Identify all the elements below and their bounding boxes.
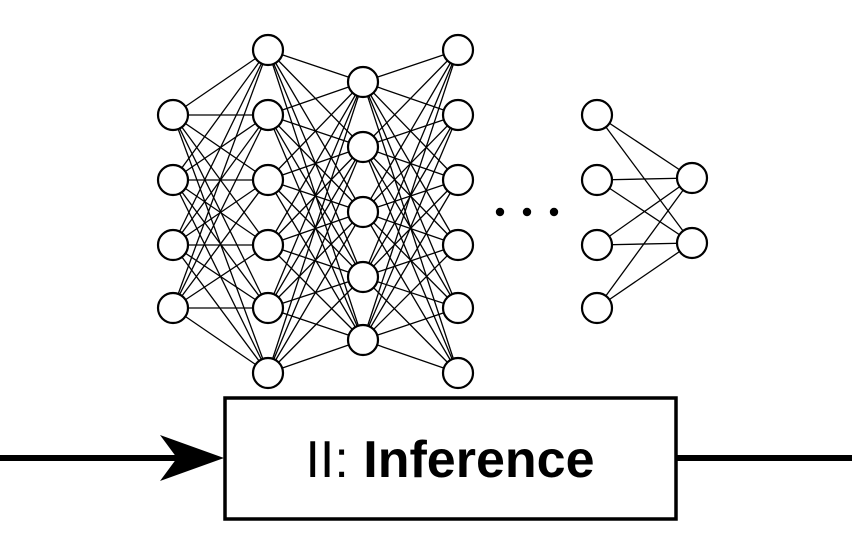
main-connection xyxy=(172,307,269,374)
tail-layer-2-neuron xyxy=(675,161,709,195)
main-layer-1-neuron xyxy=(156,163,190,197)
stage-label: II: Inference xyxy=(305,431,594,489)
main-layer-3-neuron xyxy=(346,260,380,294)
main-connection xyxy=(267,146,364,374)
main-connection xyxy=(172,49,269,116)
ellipsis xyxy=(495,207,559,217)
main-layer-2-neuron xyxy=(251,33,285,67)
network-neurons xyxy=(156,33,709,390)
main-layer-2-neuron xyxy=(251,356,285,390)
main-layer-3-neuron xyxy=(346,323,380,357)
main-layer-2-neuron xyxy=(251,163,285,197)
inference-stage-box: II: Inference xyxy=(223,396,678,521)
main-layer-4-neuron xyxy=(441,228,475,262)
main-connection xyxy=(362,49,459,148)
main-connection xyxy=(267,211,364,374)
main-connection xyxy=(362,339,459,374)
stage-numeral: II: xyxy=(305,431,348,489)
main-connection xyxy=(267,81,364,246)
main-connection xyxy=(267,81,364,181)
main-layer-3-neuron xyxy=(346,65,380,99)
main-layer-2-neuron xyxy=(251,228,285,262)
main-connection xyxy=(172,244,269,309)
main-connection xyxy=(267,276,364,374)
main-connection xyxy=(362,179,459,341)
main-layer-4-neuron xyxy=(441,98,475,132)
main-layer-3-neuron xyxy=(346,130,380,164)
main-connection xyxy=(172,179,269,309)
main-layer-1-neuron xyxy=(156,98,190,132)
main-layer-1-neuron xyxy=(156,291,190,325)
arrow-head-icon xyxy=(160,435,224,481)
main-connection xyxy=(267,81,364,374)
main-layer-2-neuron xyxy=(251,291,285,325)
main-connection xyxy=(172,49,269,309)
ellipsis-dot xyxy=(522,207,532,217)
tail-connection xyxy=(596,177,693,246)
stage-title: Inference xyxy=(363,431,594,489)
network-connections xyxy=(172,49,693,374)
main-layer-4-neuron xyxy=(441,291,475,325)
main-layer-1-neuron xyxy=(156,228,190,262)
tail-layer-1-neuron xyxy=(580,163,614,197)
main-connection xyxy=(172,49,269,246)
main-connection xyxy=(362,49,459,83)
main-connection xyxy=(362,49,459,278)
input-arrow xyxy=(0,435,224,481)
main-connection xyxy=(172,49,269,181)
main-connection xyxy=(362,307,459,341)
tail-layer-1-neuron xyxy=(580,98,614,132)
main-connection xyxy=(172,114,269,309)
main-connection xyxy=(267,81,364,309)
ellipsis-dot xyxy=(495,207,505,217)
main-connection xyxy=(362,49,459,213)
tail-layer-1-neuron xyxy=(580,228,614,262)
tail-connection xyxy=(596,177,693,309)
main-connection xyxy=(267,81,364,116)
main-layer-4-neuron xyxy=(441,163,475,197)
tail-layer-2-neuron xyxy=(675,226,709,260)
main-layer-2-neuron xyxy=(251,98,285,132)
main-connection xyxy=(362,244,459,341)
main-layer-4-neuron xyxy=(441,356,475,390)
main-connection xyxy=(362,49,459,341)
main-layer-3-neuron xyxy=(346,195,380,229)
main-layer-4-neuron xyxy=(441,33,475,67)
main-connection xyxy=(267,49,364,83)
tail-connection xyxy=(596,242,693,309)
main-connection xyxy=(267,307,364,341)
tail-layer-1-neuron xyxy=(580,291,614,325)
main-connection xyxy=(267,339,364,374)
ellipsis-dot xyxy=(549,207,559,217)
main-connection xyxy=(362,114,459,341)
tail-connection xyxy=(596,114,693,179)
